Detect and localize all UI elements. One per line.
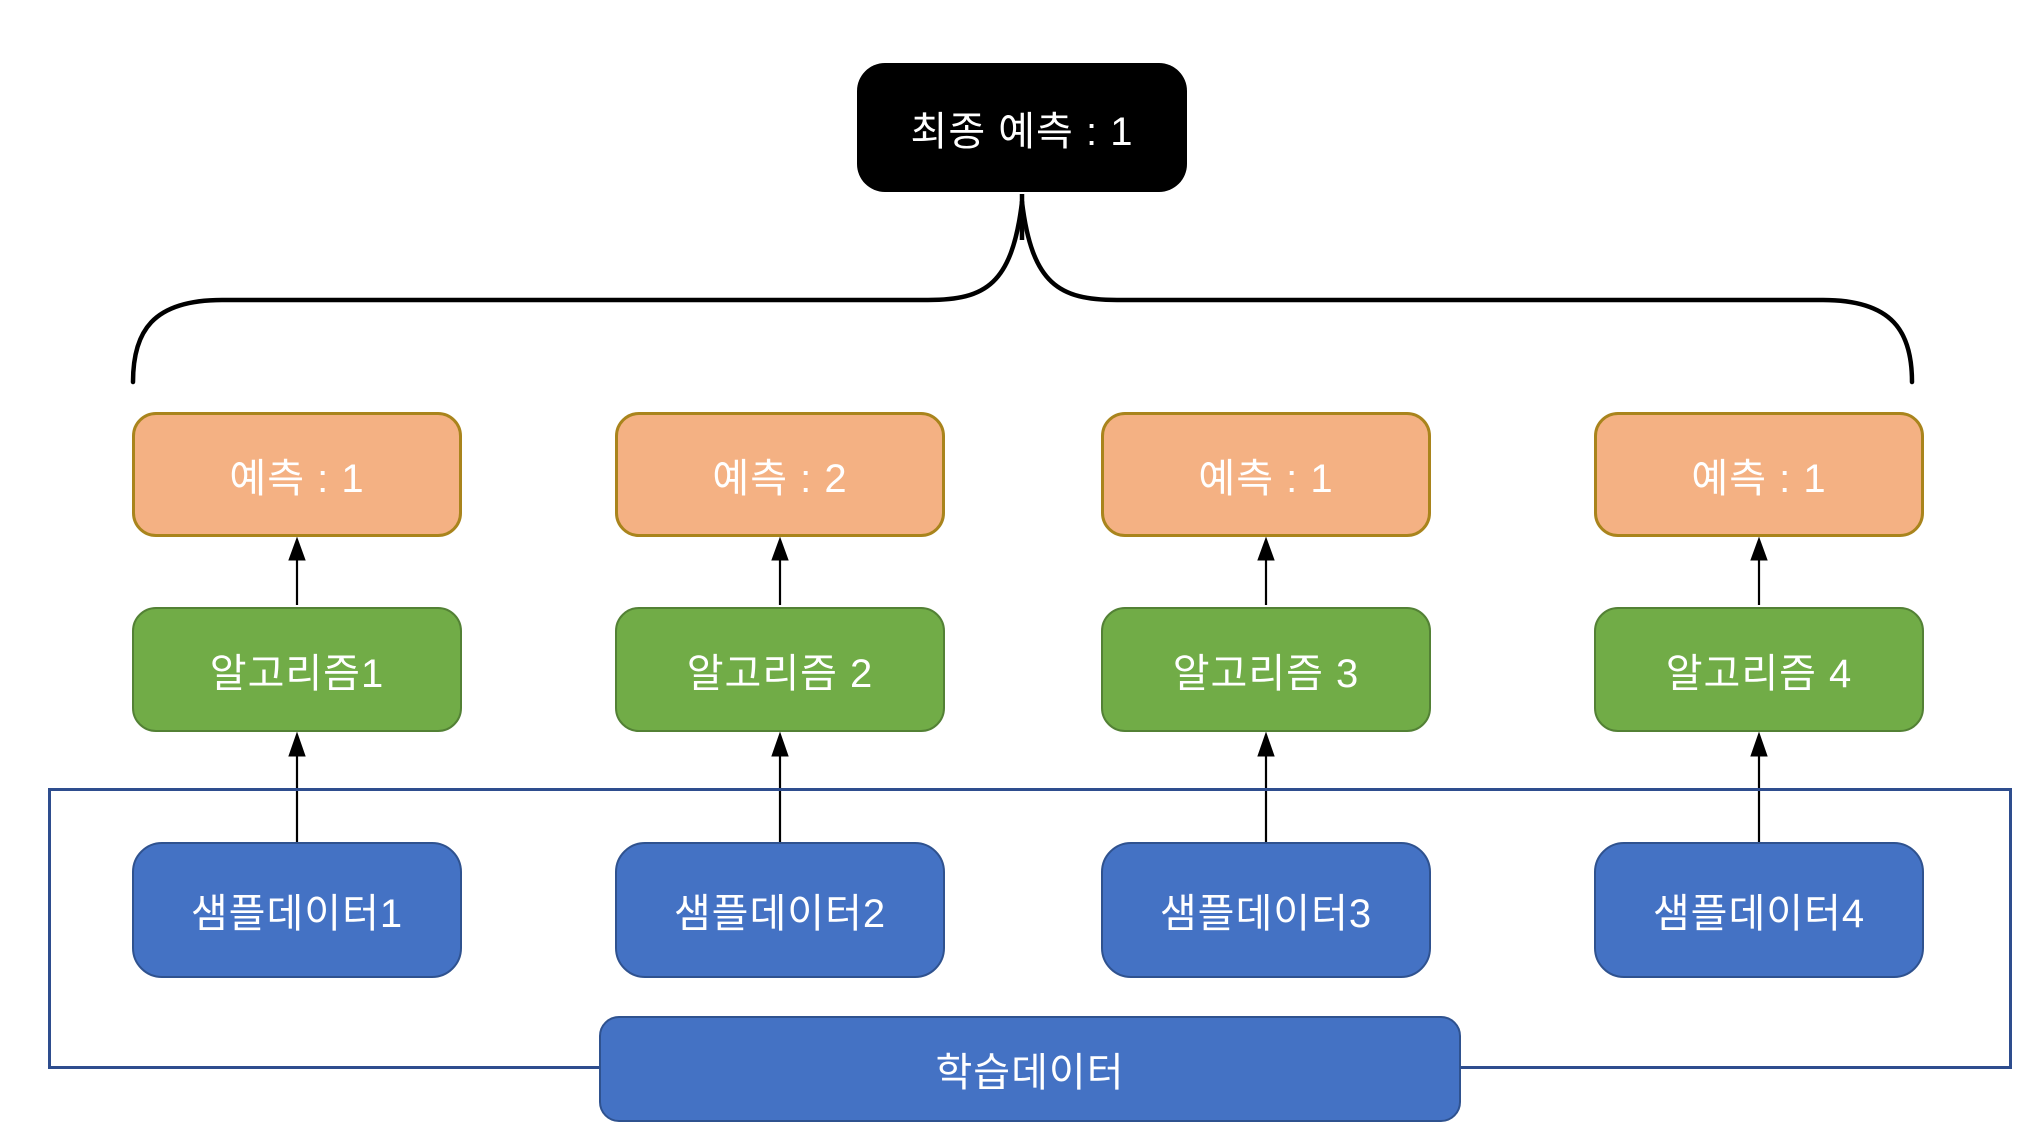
algorithm-box-4: 알고리즘 4 [1594, 607, 1924, 732]
prediction-box-4: 예측 : 1 [1594, 412, 1924, 537]
sample-data-box-4: 샘플데이터4 [1594, 842, 1924, 978]
algorithm-box-1: 알고리즘1 [132, 607, 462, 732]
sample-data-box-3: 샘플데이터3 [1101, 842, 1431, 978]
prediction-box-2: 예측 : 2 [615, 412, 945, 537]
brace-right-half [1019, 199, 1915, 385]
sample-data-box-1: 샘플데이터1 [132, 842, 462, 978]
algorithm-box-3: 알고리즘 3 [1101, 607, 1431, 732]
training-data-box: 학습데이터 [599, 1016, 1461, 1122]
prediction-box-3: 예측 : 1 [1101, 412, 1431, 537]
final-prediction-box: 최종 예측 : 1 [857, 63, 1187, 192]
algo-to-pred-arrows [288, 536, 1768, 605]
algorithm-box-2: 알고리즘 2 [615, 607, 945, 732]
sample-data-box-2: 샘플데이터2 [615, 842, 945, 978]
prediction-box-1: 예측 : 1 [132, 412, 462, 537]
brace-left-half [130, 199, 1025, 385]
